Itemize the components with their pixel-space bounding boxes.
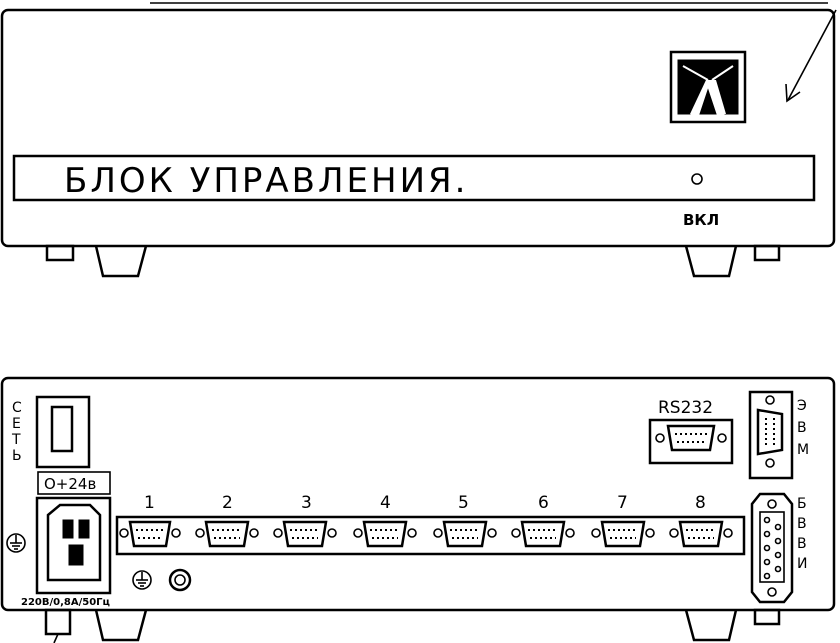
svg-text:Б: Б bbox=[797, 496, 807, 512]
mains-label: С Е Т Ь bbox=[11, 400, 22, 464]
port-number-8: 8 bbox=[695, 493, 706, 513]
svg-text:М: М bbox=[797, 442, 809, 458]
front-title-strip bbox=[12, 154, 816, 202]
bvvi-port[interactable] bbox=[750, 492, 794, 604]
rear-foot-left bbox=[94, 609, 148, 642]
front-foot-left-small bbox=[45, 244, 75, 262]
sensor-port-2[interactable] bbox=[195, 520, 259, 548]
svg-text:Т: Т bbox=[11, 432, 21, 448]
port-number-4: 4 bbox=[380, 493, 391, 513]
pc-label: Э В М bbox=[797, 398, 809, 458]
rear-foot-right bbox=[684, 609, 738, 642]
rs232-label: RS232 bbox=[658, 398, 713, 418]
rear-pointer-line bbox=[53, 633, 59, 643]
port-number-6: 6 bbox=[538, 493, 549, 513]
sensor-port-3[interactable] bbox=[273, 520, 337, 548]
svg-text:Э: Э bbox=[797, 398, 807, 414]
bvvi-label: Б В В И bbox=[797, 496, 807, 572]
front-view: БЛОК УПРАВЛЕНИЯ. ВКЛ bbox=[0, 2, 837, 278]
voltage-label: О+24в bbox=[44, 475, 96, 493]
front-foot-right-small bbox=[753, 244, 781, 262]
mains-switch[interactable] bbox=[35, 395, 91, 469]
port-number-1: 1 bbox=[144, 493, 155, 513]
sensor-port-7[interactable] bbox=[591, 520, 655, 548]
port-number-3: 3 bbox=[301, 493, 312, 513]
svg-text:В: В bbox=[797, 536, 807, 552]
svg-text:Е: Е bbox=[12, 416, 21, 432]
svg-text:В: В bbox=[797, 420, 807, 436]
rear-panel bbox=[0, 376, 836, 612]
rating-label: 220В/0,8А/50Гц bbox=[21, 597, 110, 608]
rear-view: С Е Т Ь О+24в 220В/0,8А/5 bbox=[0, 376, 836, 643]
sensor-port-1[interactable] bbox=[119, 520, 181, 548]
sensor-port-6[interactable] bbox=[511, 520, 575, 548]
svg-text:В: В bbox=[797, 516, 807, 532]
company-logo bbox=[669, 50, 747, 124]
svg-text:И: И bbox=[797, 556, 807, 572]
svg-text:С: С bbox=[12, 400, 22, 416]
sensor-port-8[interactable] bbox=[669, 520, 733, 548]
sensor-port-4[interactable] bbox=[353, 520, 417, 548]
ground-terminal-icon bbox=[132, 570, 152, 590]
front-pointer-arrowhead bbox=[785, 83, 801, 103]
sensor-port-strip bbox=[115, 515, 746, 556]
ground-icon bbox=[6, 533, 26, 553]
ground-screw-terminal[interactable] bbox=[168, 568, 192, 592]
power-indicator bbox=[691, 173, 703, 185]
front-foot-right bbox=[684, 245, 738, 278]
power-label: ВКЛ bbox=[683, 211, 719, 229]
front-title-text: БЛОК УПРАВЛЕНИЯ. bbox=[64, 161, 468, 201]
rs232-port[interactable] bbox=[648, 418, 734, 465]
rear-foot-right-small bbox=[753, 608, 781, 626]
port-number-5: 5 bbox=[458, 493, 469, 513]
front-foot-left bbox=[94, 245, 148, 278]
rear-foot-left-small bbox=[44, 608, 72, 636]
power-inlet[interactable] bbox=[35, 496, 112, 595]
svg-text:Ь: Ь bbox=[12, 448, 22, 464]
front-pointer-arrow bbox=[787, 9, 837, 101]
port-number-2: 2 bbox=[222, 493, 233, 513]
voltage-label-box bbox=[37, 471, 111, 495]
port-number-7: 7 bbox=[617, 493, 628, 513]
sensor-port-5[interactable] bbox=[433, 520, 497, 548]
pc-port[interactable] bbox=[748, 390, 794, 480]
front-panel bbox=[0, 8, 836, 248]
